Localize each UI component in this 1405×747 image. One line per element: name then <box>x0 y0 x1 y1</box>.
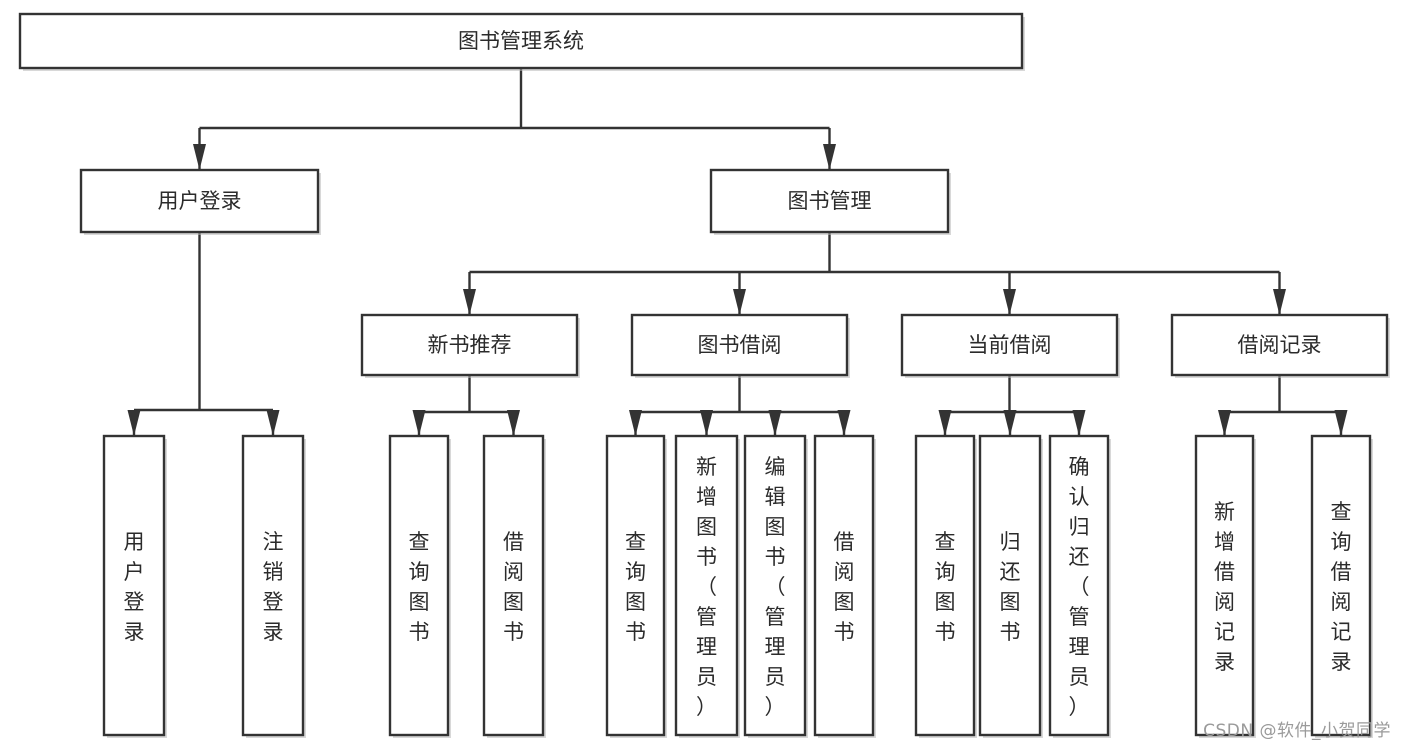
node-current-borrow[interactable]: 当前借阅 <box>900 313 1120 378</box>
node-label: 编辑图书（管理员） <box>765 455 786 719</box>
node-box[interactable] <box>978 434 1042 737</box>
node-box[interactable] <box>1194 434 1255 737</box>
node-label: 归还图书 <box>1000 530 1021 644</box>
arrow-head-icon <box>938 410 952 436</box>
watermark-label: CSDN @软件_小贺同学 <box>1203 721 1391 741</box>
node-new-book-recommend[interactable]: 新书推荐 <box>360 313 580 378</box>
node-label: 借阅图书 <box>834 530 855 644</box>
node-label: 用户登录 <box>124 530 145 644</box>
node-box[interactable] <box>1310 434 1372 737</box>
node-label: 确认归还（管理员） <box>1069 455 1090 719</box>
node-leaf-query-borrow-record[interactable]: 查询借阅记录 <box>1310 434 1373 738</box>
arrow-head-icon <box>193 144 206 170</box>
arrow-head-icon <box>733 289 746 315</box>
node-label: 图书借阅 <box>698 333 782 357</box>
node-box[interactable] <box>388 434 450 737</box>
node-box[interactable] <box>630 313 849 377</box>
node-box[interactable] <box>241 434 305 737</box>
arrow-head-icon <box>266 410 280 436</box>
node-box[interactable] <box>900 313 1119 377</box>
node-leaf-add-borrow-record[interactable]: 新增借阅记录 <box>1194 434 1256 738</box>
node-box[interactable] <box>360 313 579 377</box>
node-label: 查询图书 <box>625 530 646 644</box>
arrow-head-icon <box>1003 289 1016 315</box>
node-book-manage[interactable]: 图书管理 <box>709 168 951 235</box>
node-leaf-confirm-return[interactable]: 确认归还（管理员） <box>1048 434 1111 738</box>
node-leaf-query-book-3[interactable]: 查询图书 <box>914 434 977 738</box>
node-layer: 图书管理系统用户登录图书管理新书推荐图书借阅当前借阅借阅记录用户登录注销登录查询… <box>18 12 1390 738</box>
arrow-head-icon <box>1218 410 1231 436</box>
node-leaf-edit-book[interactable]: 编辑图书（管理员） <box>743 434 808 738</box>
node-label: 查询图书 <box>409 530 430 644</box>
arrow-head-icon <box>463 289 476 315</box>
arrow-head-icon <box>1072 410 1086 436</box>
node-user-login[interactable]: 用户登录 <box>79 168 321 235</box>
node-label: 借阅记录 <box>1238 333 1322 357</box>
node-label: 新增借阅记录 <box>1214 500 1235 674</box>
connector-layer <box>127 68 1348 436</box>
arrow-head-icon <box>1334 410 1348 436</box>
node-leaf-borrow-book-1[interactable]: 借阅图书 <box>482 434 546 738</box>
node-box[interactable] <box>482 434 545 737</box>
node-box[interactable] <box>18 12 1024 70</box>
arrow-head-icon <box>412 410 426 436</box>
arrow-head-icon <box>1003 410 1017 436</box>
node-box[interactable] <box>1048 434 1110 737</box>
arrow-head-icon <box>629 410 642 436</box>
node-label: 图书管理 <box>788 189 872 213</box>
node-book-borrow[interactable]: 图书借阅 <box>630 313 850 378</box>
node-root[interactable]: 图书管理系统 <box>18 12 1025 71</box>
arrow-head-icon <box>127 410 141 436</box>
node-box[interactable] <box>743 434 807 737</box>
node-box[interactable] <box>1170 313 1389 377</box>
node-label: 新增图书（管理员） <box>696 455 717 719</box>
node-label: 当前借阅 <box>968 333 1052 357</box>
node-label: 注销登录 <box>263 530 284 644</box>
node-leaf-user-login[interactable]: 用户登录 <box>102 434 167 738</box>
node-borrow-record[interactable]: 借阅记录 <box>1170 313 1390 378</box>
node-leaf-query-book-2[interactable]: 查询图书 <box>605 434 667 738</box>
node-box[interactable] <box>102 434 166 737</box>
arrow-head-icon <box>1273 289 1286 315</box>
node-leaf-user-logout[interactable]: 注销登录 <box>241 434 306 738</box>
arrow-head-icon <box>507 410 520 436</box>
node-box[interactable] <box>79 168 320 234</box>
node-box[interactable] <box>674 434 739 737</box>
node-box[interactable] <box>813 434 875 737</box>
node-box[interactable] <box>709 168 950 234</box>
node-label: 新书推荐 <box>428 333 512 357</box>
node-label: 用户登录 <box>158 189 242 213</box>
arrow-head-icon <box>837 410 851 436</box>
node-label: 查询图书 <box>935 530 956 644</box>
node-leaf-add-book[interactable]: 新增图书（管理员） <box>674 434 740 738</box>
node-label: 借阅图书 <box>503 530 524 644</box>
arrow-head-icon <box>768 410 782 436</box>
node-box[interactable] <box>914 434 976 737</box>
node-box[interactable] <box>605 434 666 737</box>
node-leaf-return-book[interactable]: 归还图书 <box>978 434 1043 738</box>
node-label: 图书管理系统 <box>458 29 584 53</box>
arrow-head-icon <box>700 410 713 436</box>
arrow-head-icon <box>823 144 836 170</box>
node-leaf-query-book-1[interactable]: 查询图书 <box>388 434 451 738</box>
node-label: 查询借阅记录 <box>1331 500 1352 674</box>
node-leaf-borrow-book-2[interactable]: 借阅图书 <box>813 434 876 738</box>
